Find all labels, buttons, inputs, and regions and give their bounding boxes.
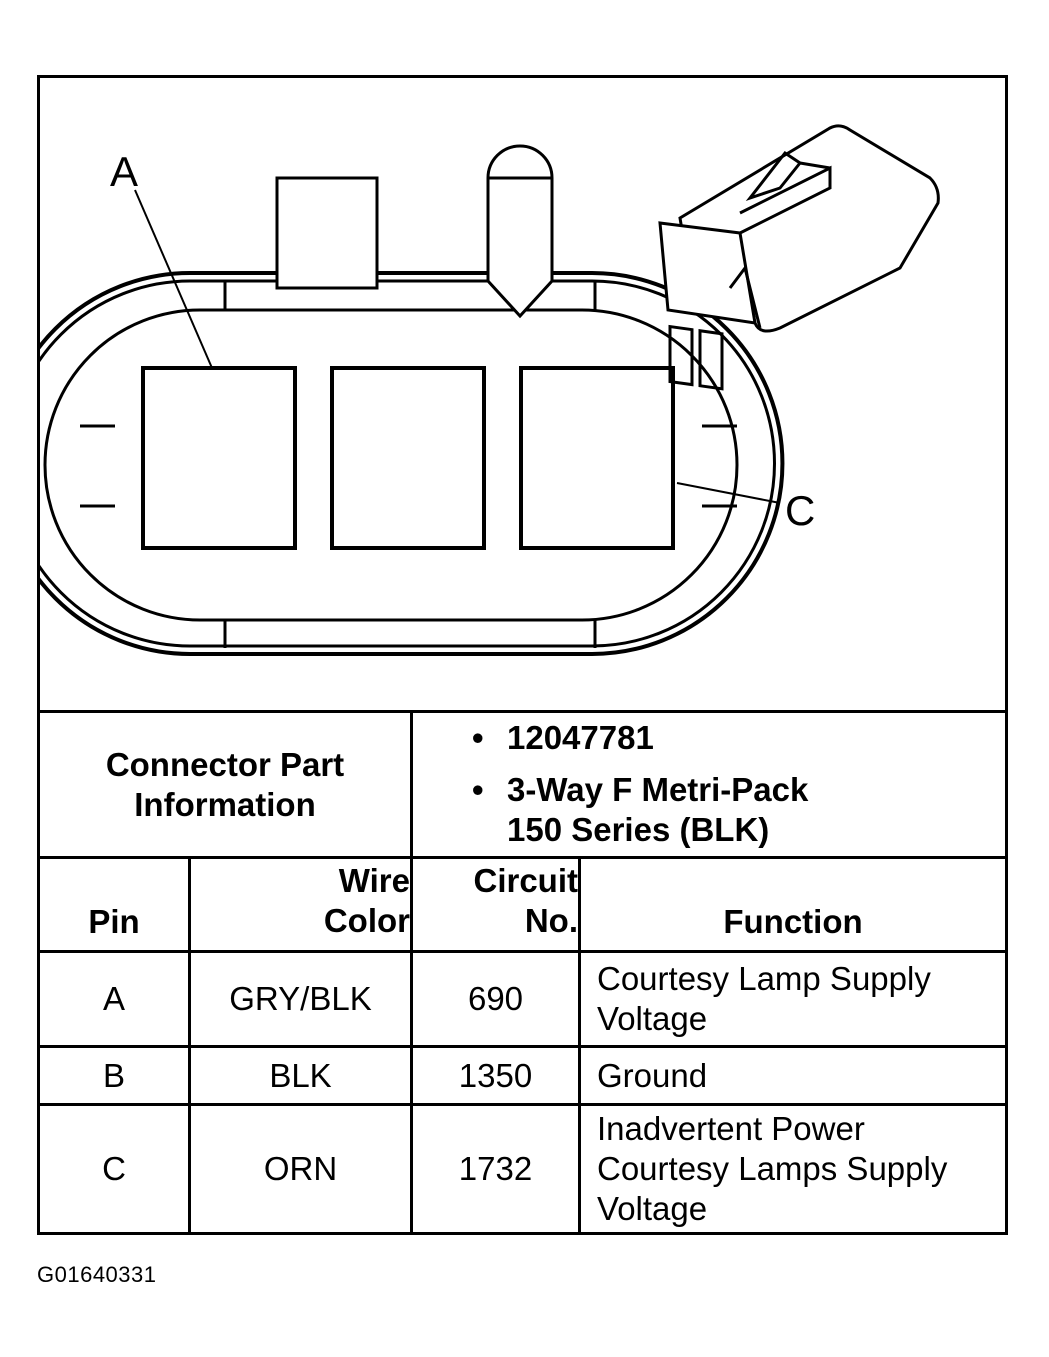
header-circuit-no: Circuit No. xyxy=(413,859,578,950)
connector-housing-inner xyxy=(43,308,739,622)
figure-id: G01640331 xyxy=(37,1262,157,1287)
row-b-function-line1: Ground xyxy=(597,1056,708,1094)
row-c-function-line3: Voltage xyxy=(597,1190,708,1227)
row-c-pin: C xyxy=(102,1150,126,1187)
connector-housing-mid xyxy=(40,279,776,648)
row-a-function: Courtesy Lamp Supply Voltage xyxy=(597,953,997,1045)
row-b-circuit: 1350 xyxy=(458,1056,533,1094)
connector-face-diagram: A C xyxy=(40,124,940,656)
divider-col-pin xyxy=(188,856,191,1232)
divider-diagram xyxy=(40,710,1005,713)
header-function: Function xyxy=(581,859,1005,950)
header-circuit-line2: No. xyxy=(524,901,578,939)
header-pin: Pin xyxy=(40,859,188,950)
divider-part-info-col xyxy=(410,710,413,856)
row-a-circuit: 690 xyxy=(467,980,524,1017)
connector-perspective-sketch xyxy=(658,124,940,391)
row-b-wire-color: BLK xyxy=(269,1056,332,1094)
header-wire-color-line2: Color xyxy=(323,901,410,939)
bullet-icon: • xyxy=(472,719,484,756)
divider-part-info xyxy=(40,856,1005,859)
part-info-label: Connector Part Information xyxy=(40,713,410,856)
row-c-function-line1: Inadvertent Power xyxy=(597,1110,865,1147)
row-a-wire-color: GRY/BLK xyxy=(229,980,372,1017)
row-c-function-line2: Courtesy Lamps Supply xyxy=(597,1150,948,1187)
header-circuit-line1: Circuit xyxy=(473,861,578,899)
divider-col-wire xyxy=(410,856,413,1232)
part-description-line2: 150 Series (BLK) xyxy=(507,811,770,848)
divider-header xyxy=(40,950,1005,953)
header-wire-color: Wire Color xyxy=(191,859,410,950)
cavity-b xyxy=(330,366,486,550)
header-wire-color-line1: Wire xyxy=(338,861,410,899)
row-b-function: Ground xyxy=(597,1048,997,1103)
bullet-icon: • xyxy=(472,771,484,808)
row-c-function: Inadvertent Power Courtesy Lamps Supply … xyxy=(597,1106,1002,1232)
cavity-c xyxy=(519,366,675,550)
connector-info-frame: A C Connector Part Information • 1204778… xyxy=(37,75,1008,1235)
callout-line-c xyxy=(676,482,781,504)
part-info-label-line2: Information xyxy=(134,785,316,823)
pin-label-c: C xyxy=(785,487,815,534)
part-description-line1: 3-Way F Metri-Pack xyxy=(507,771,809,808)
polarization-tab xyxy=(275,176,379,290)
header-function-text: Function xyxy=(723,903,863,940)
part-number: 12047781 xyxy=(507,719,654,756)
divider-row-b xyxy=(40,1103,1005,1106)
cavity-a xyxy=(141,366,297,550)
connector-housing-outer xyxy=(40,271,785,656)
locking-tab xyxy=(486,144,554,319)
pin-label-a: A xyxy=(110,148,138,195)
divider-row-a xyxy=(40,1045,1005,1048)
row-b-pin: B xyxy=(102,1056,125,1094)
header-pin-text: Pin xyxy=(88,903,140,940)
callout-line-a xyxy=(134,189,213,369)
row-a-function-line1: Courtesy Lamp Supply xyxy=(597,960,931,997)
divider-col-circuit xyxy=(578,856,581,1232)
row-c-wire-color: ORN xyxy=(263,1150,338,1187)
row-c-circuit: 1732 xyxy=(458,1150,533,1187)
part-info-label-line1: Connector Part xyxy=(105,745,345,783)
row-a-pin: A xyxy=(102,980,125,1017)
row-a-function-line2: Voltage xyxy=(597,1000,708,1037)
